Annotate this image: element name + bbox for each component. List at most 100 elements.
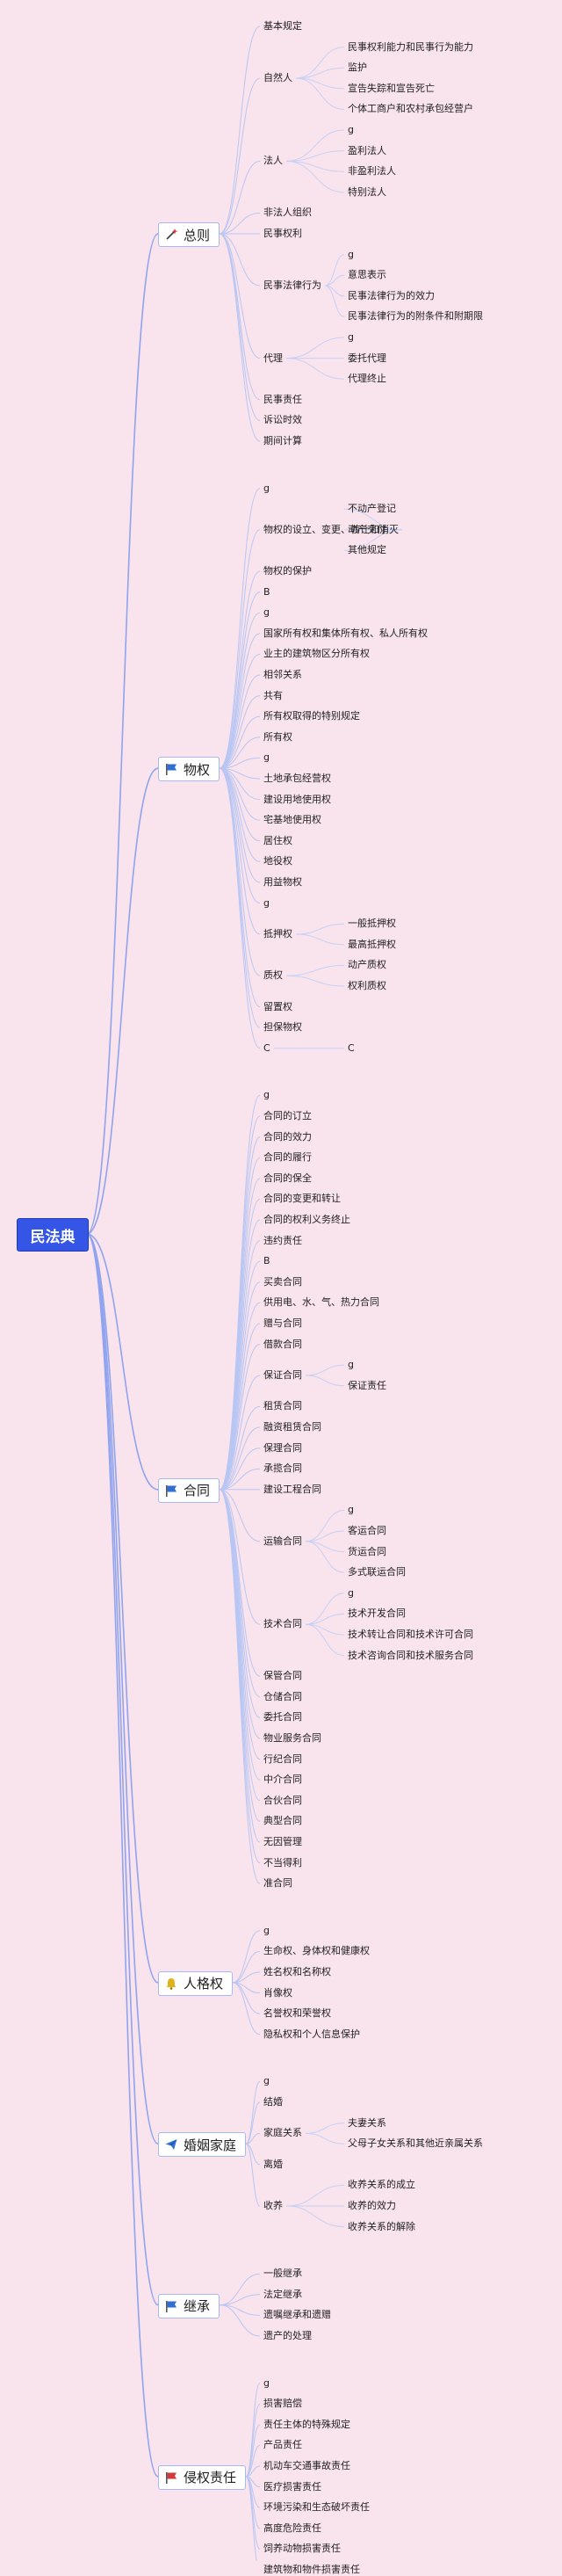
node-level2[interactable]: 共有 [263,689,283,701]
node-level2[interactable]: 机动车交通事故责任 [263,2460,350,2471]
node-level3[interactable]: 客运合同 [348,1525,386,1536]
node-level3[interactable]: 技术转让合同和技术许可合同 [348,1629,473,1640]
node-level3[interactable]: 特别法人 [348,185,386,198]
node-level3[interactable]: 动产质权 [348,959,386,971]
node-level2[interactable]: 准合同 [263,1877,292,1890]
node-level2[interactable]: g [263,751,270,764]
node-level2[interactable]: 借款合同 [263,1338,302,1350]
node-level3[interactable]: 不动产登记 [348,503,396,515]
node-level3[interactable]: C [348,1041,355,1054]
node-level2[interactable]: g [263,1089,270,1101]
node-level2[interactable]: 赠与合同 [263,1317,302,1329]
node-level2[interactable]: 环境污染和生态破坏责任 [263,2501,370,2514]
node-level2[interactable]: 遗嘱继承和遗赠 [263,2309,331,2321]
node-level2[interactable]: 高度危险责任 [263,2522,321,2534]
node-level3[interactable]: 民事权利能力和民事行为能力 [348,40,473,53]
node-level2[interactable]: 诉讼时效 [263,414,302,426]
node-level2[interactable]: 民事责任 [263,393,302,405]
node-level2[interactable]: 自然人 [263,72,292,83]
node-level3[interactable]: 意思表示 [348,269,386,281]
node-level2[interactable]: 收养 [263,2200,283,2211]
node-level2[interactable]: 基本规定 [263,20,302,32]
category-node[interactable]: 侵权责任 [158,2464,247,2490]
node-level2[interactable]: 业主的建筑物区分所有权 [263,648,370,660]
node-level2[interactable]: 代理 [263,352,283,364]
node-level2[interactable]: 合伙合同 [263,1794,302,1806]
node-level2[interactable]: g [263,896,270,909]
node-level2[interactable]: 保管合同 [263,1670,302,1682]
node-level2[interactable]: 居住权 [263,834,292,846]
node-level2[interactable]: 运输合同 [263,1535,302,1547]
node-level2[interactable]: 期间计算 [263,435,302,446]
node-level2[interactable]: 合同的订立 [263,1110,312,1121]
node-level3[interactable]: 权利质权 [348,980,386,991]
node-level3[interactable]: 民事法律行为的效力 [348,289,435,301]
node-level2[interactable]: 姓名权和名称权 [263,1966,331,1977]
node-level3[interactable]: 盈利法人 [348,144,386,156]
node-level2[interactable]: 留置权 [263,1000,292,1012]
category-node[interactable]: 合同 [158,1477,220,1503]
node-level2[interactable]: 合同的变更和转让 [263,1193,341,1205]
node-level2[interactable]: 离婚 [263,2158,283,2170]
node-level3[interactable]: 动产交付 [348,523,386,535]
node-level3[interactable]: 民事法律行为的附条件和附期限 [348,310,483,323]
node-level2[interactable]: 宅基地使用权 [263,814,321,826]
node-level3[interactable]: 代理终止 [348,373,386,385]
node-level2[interactable]: g [263,482,270,494]
node-level2[interactable]: 典型合同 [263,1815,302,1827]
node-level2[interactable]: 一般继承 [263,2268,302,2280]
node-level3[interactable]: g [348,124,354,135]
node-level2[interactable]: 技术合同 [263,1618,302,1630]
node-level2[interactable]: g [263,606,270,619]
node-level3[interactable]: g [348,1504,354,1516]
node-level3[interactable]: 非盈利法人 [348,165,396,178]
node-level2[interactable]: 饲养动物损害责任 [263,2543,341,2555]
node-level3[interactable]: 一般抵押权 [348,918,396,930]
node-level3[interactable]: g [348,1359,354,1371]
node-level2[interactable]: 保理合同 [263,1441,302,1454]
node-level2[interactable]: 融资租赁合同 [263,1421,321,1433]
node-level2[interactable]: 合同的履行 [263,1151,312,1164]
node-level2[interactable]: 供用电、水、气、热力合同 [263,1296,379,1309]
node-level2[interactable]: 无因管理 [263,1836,302,1847]
node-level2[interactable]: 保证合同 [263,1369,302,1381]
node-level2[interactable]: 所有权取得的特别规定 [263,710,360,722]
node-level2[interactable]: 土地承包经营权 [263,773,331,784]
node-level2[interactable]: 法人 [263,155,283,167]
node-level2[interactable]: 建筑物和物件损害责任 [263,2564,360,2575]
node-level3[interactable]: 监护 [348,62,367,74]
node-level2[interactable]: 不当得利 [263,1856,302,1869]
node-level2[interactable]: 隐私权和个人信息保护 [263,2028,360,2040]
node-level2[interactable]: 物权的保护 [263,565,312,577]
node-level2[interactable]: C [263,1041,270,1054]
node-level3[interactable]: 技术开发合同 [348,1607,406,1620]
node-level3[interactable]: 保证责任 [348,1379,386,1391]
node-level2[interactable]: 合同的权利义务终止 [263,1214,350,1225]
node-level2[interactable]: 行纪合同 [263,1752,302,1765]
node-level3[interactable]: 宣告失踪和宣告死亡 [348,82,435,94]
node-level2[interactable]: g [263,1924,270,1936]
node-level2[interactable]: 医疗损害责任 [263,2480,321,2493]
node-level2[interactable]: 产品责任 [263,2439,302,2451]
node-level2[interactable]: 合同的效力 [263,1130,312,1143]
node-level2[interactable]: 违约责任 [263,1234,302,1246]
node-level3[interactable]: 多式联运合同 [348,1566,406,1578]
node-level2[interactable]: 名誉权和荣誉权 [263,2007,331,2020]
node-level3[interactable]: 技术咨询合同和技术服务合同 [348,1649,473,1661]
node-level2[interactable]: 物业服务合同 [263,1732,321,1744]
node-level2[interactable]: 责任主体的特殊规定 [263,2418,350,2430]
node-level2[interactable]: B [263,585,270,598]
node-level2[interactable]: 国家所有权和集体所有权、私人所有权 [263,627,428,639]
node-level3[interactable]: 委托代理 [348,352,386,364]
node-level2[interactable]: 抵押权 [263,928,292,940]
category-node[interactable]: 婚姻家庭 [158,2132,247,2158]
node-level2[interactable]: 物权的设立、变更、转让和消灭 [263,523,399,535]
node-level2[interactable]: 质权 [263,969,283,982]
node-level2[interactable]: 地役权 [263,855,292,867]
node-level2[interactable]: 用益物权 [263,876,302,888]
node-level2[interactable]: B [263,1255,270,1267]
node-level3[interactable]: 夫妻关系 [348,2116,386,2129]
category-node[interactable]: 总则 [158,222,220,247]
node-level3[interactable]: 收养关系的解除 [348,2220,415,2232]
node-level2[interactable]: 合同的保全 [263,1172,312,1184]
